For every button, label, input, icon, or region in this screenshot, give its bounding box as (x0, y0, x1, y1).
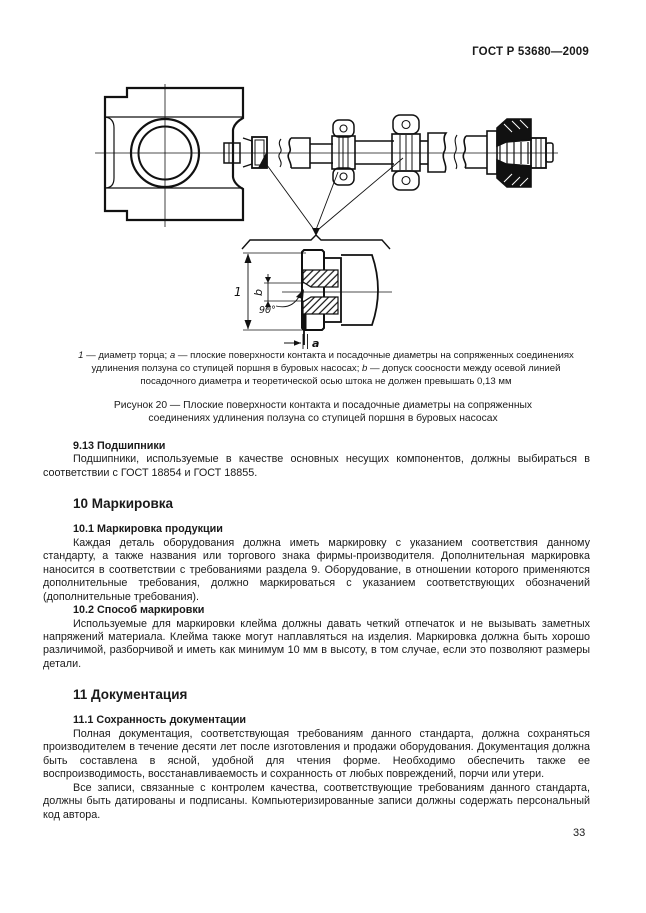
dimension-a: a (284, 334, 319, 350)
clamp-flange-1 (331, 119, 356, 186)
legend-text-b: — допуск соосности между осевой линией п… (140, 363, 561, 388)
piston-hub (496, 118, 554, 188)
piston-rod-assembly (242, 114, 498, 191)
body-text: 9.13 Подшипники Подшипники, используемые… (43, 440, 590, 822)
heading-10-2: 10.2 Способ маркировки (73, 604, 205, 617)
center-lines (95, 84, 558, 227)
svg-text:a: a (312, 337, 319, 350)
para-11-1-b: Все записи, связанные с контролем качест… (43, 781, 590, 821)
detail-section-view: 1 b 90° a (234, 249, 392, 350)
crosshead-block (103, 86, 245, 222)
svg-text:b: b (252, 289, 265, 296)
para-10-2: Используемые для маркировки клейма должн… (43, 617, 590, 670)
leader-lines (263, 157, 404, 236)
legend-text-a: — плоские поверхности контакта и посадоч… (91, 350, 574, 375)
dimension-b: b (252, 274, 305, 310)
doc-number-header: ГОСТ Р 53680—2009 (472, 46, 589, 58)
detail-brace (241, 234, 391, 250)
svg-text:90°: 90° (259, 305, 276, 316)
heading-9-13: 9.13 Подшипники (73, 440, 166, 452)
clamp-flange-2 (391, 114, 421, 191)
heading-10: 10 Маркировка (73, 496, 174, 512)
legend-text-1: — диаметр торца; (83, 350, 170, 361)
legend-label-1: 1 (78, 350, 84, 361)
page-number: 33 (573, 827, 586, 839)
heading-11-1: 11.1 Сохранность документации (73, 714, 247, 727)
para-9-13: Подшипники, используемые в качестве осно… (43, 453, 590, 479)
svg-text:1: 1 (234, 285, 242, 299)
para-11-1-a: Полная документация, соответствующая тре… (43, 727, 590, 781)
figure-caption: Рисунок 20 — Плоские поверхности контакт… (113, 400, 533, 424)
figure-legend: 1 — диаметр торца; a — плоские поверхнос… (68, 349, 584, 389)
heading-11: 11 Документация (73, 687, 188, 703)
dimension-1: 1 (234, 252, 306, 331)
legend-label-b: b (362, 363, 368, 375)
para-10-1: Каждая деталь оборудования должна иметь … (43, 536, 590, 603)
legend-label-a: a (169, 350, 176, 361)
angle-callout: 90° (259, 289, 304, 316)
figure-20-drawing: 1 b 90° a (95, 84, 558, 350)
heading-10-1: 10.1 Маркировка продукции (73, 523, 223, 536)
